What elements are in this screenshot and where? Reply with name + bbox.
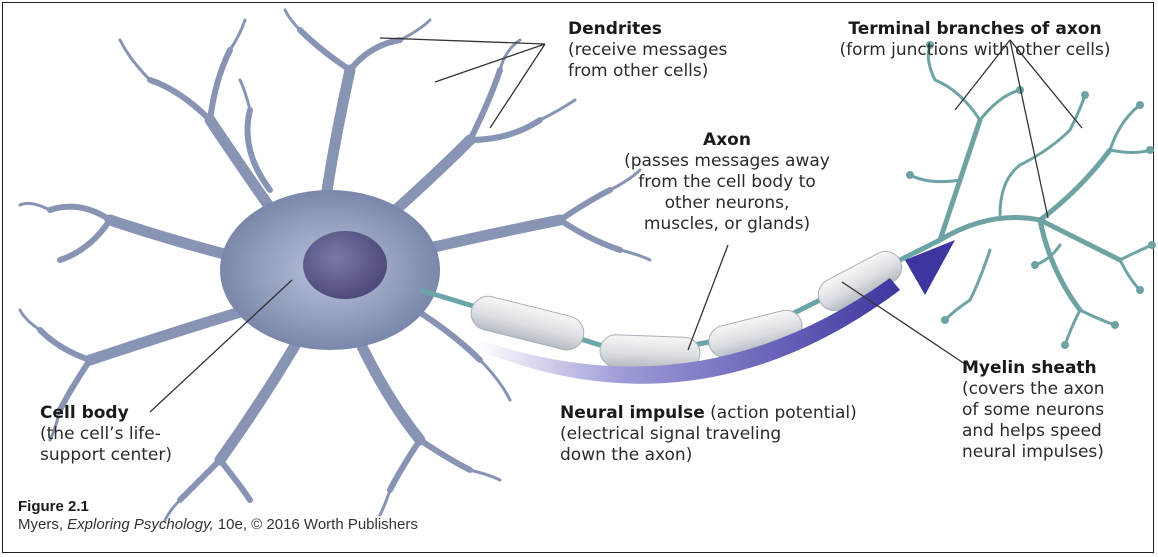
axon-desc-1: (passes messages away [602,151,852,172]
citation-book: Exploring Psychology, [67,516,213,533]
dendrites-desc-1: (receive messages [568,40,727,61]
terminal-branches-label: Terminal branches of axon (form junction… [800,19,1150,61]
impulse-title-suffix: (action potential) [705,403,857,423]
axon-desc-2: from the cell body to [602,172,852,193]
dendrites-label: Dendrites (receive messages from other c… [568,19,727,82]
terminal-branches [906,41,1156,349]
cell-body-desc-2: support center) [40,445,172,466]
myelin-sheath-label: Myelin sheath (covers the axon of some n… [962,358,1105,463]
axon-label: Axon (passes messages away from the cell… [602,130,852,235]
impulse-title-line: Neural impulse (action potential) [560,403,857,424]
terminal-desc-1: (form junctions with other cells) [800,40,1150,61]
cell-body-label: Cell body (the cell’s life- support cent… [40,403,172,466]
impulse-desc-2: down the axon) [560,445,857,466]
myelin-desc-3: and helps speed [962,421,1105,442]
neural-impulse-label: Neural impulse (action potential) (elect… [560,403,857,466]
cell-body-desc-1: (the cell’s life- [40,424,172,445]
citation-rest: 10e, © 2016 Worth Publishers [214,516,418,533]
citation-author: Myers, [18,516,67,533]
myelin-segments [468,246,908,370]
axon-desc-3: other neurons, [602,193,852,214]
impulse-title: Neural impulse [560,403,705,423]
figure-citation: Myers, Exploring Psychology, 10e, © 2016… [18,516,418,533]
axon-desc-4: muscles, or glands) [602,214,852,235]
myelin-desc-2: of some neurons [962,400,1105,421]
dendrites-title: Dendrites [568,19,727,40]
myelin-desc-4: neural impulses) [962,442,1105,463]
axon-title: Axon [602,130,852,151]
figure-number: Figure 2.1 [18,498,89,515]
impulse-desc-1: (electrical signal traveling [560,424,857,445]
terminal-title: Terminal branches of axon [800,19,1150,40]
myelin-desc-1: (covers the axon [962,379,1105,400]
myelin-title: Myelin sheath [962,358,1105,379]
nucleus [303,231,387,299]
dendrites-desc-2: from other cells) [568,61,727,82]
impulse-arrow-head [905,240,955,295]
cell-body-title: Cell body [40,403,172,424]
